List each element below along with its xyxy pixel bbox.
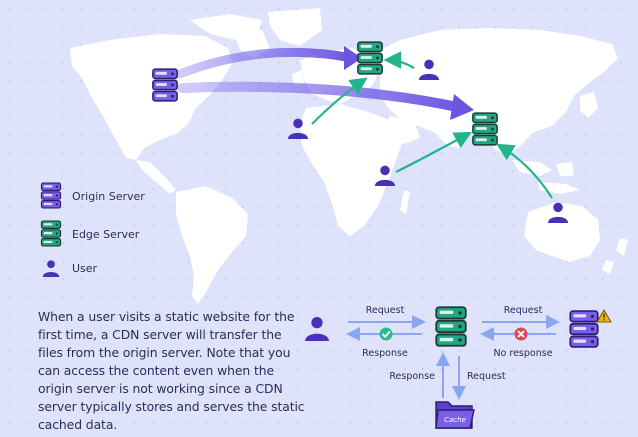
flow-diagram: Request Response Request No response Res… [305,305,612,429]
no-response-label: No response [493,348,552,359]
legend-origin-label: Origin Server [72,190,145,203]
legend: Origin Server Edge Server User [40,182,145,277]
cache-label: Cache [444,416,466,424]
origin-to-asia-arrow [177,81,467,113]
folder-icon: Cache [435,401,475,429]
warning-icon [596,309,612,323]
world-map [70,8,628,304]
user-request-arrows [311,51,553,199]
request-label-down: Request [467,371,506,382]
request-label-right: Request [504,305,543,316]
check-icon [379,327,393,341]
origin-server-icon [40,182,62,209]
origin-server-icon [152,68,178,102]
response-label-down: Response [389,371,435,382]
edge-server-icon [40,220,62,247]
origin-to-europe-arrow [175,47,357,79]
legend-edge-label: Edge Server [72,228,140,241]
description-text: When a user visits a static website for … [38,309,305,432]
edge-server-icon [472,112,498,146]
edge-server-icon [357,41,383,75]
response-label-left: Response [362,348,408,359]
edge-server-icon [435,306,467,347]
request-label-left: Request [366,305,405,316]
legend-user-label: User [72,262,98,275]
origin-server-icon [569,310,599,348]
